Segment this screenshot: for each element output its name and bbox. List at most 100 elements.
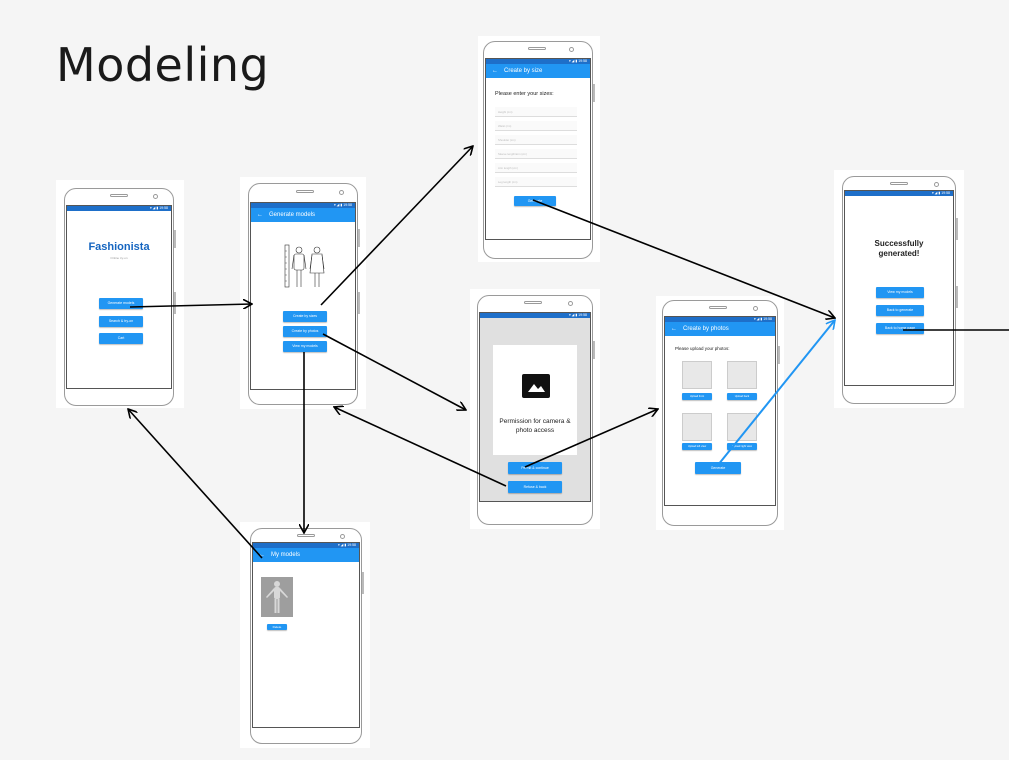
upload-front-button[interactable]: Upload front xyxy=(682,393,712,400)
success-message-line-2: generated! xyxy=(878,249,920,258)
permission-message: Permission for camera & photo access xyxy=(499,418,571,434)
phone-side-button xyxy=(174,230,176,248)
phone-speaker xyxy=(528,47,546,50)
arrow-permission-to-photos xyxy=(524,409,658,468)
phone-camera xyxy=(569,47,574,52)
back-to-generate-button[interactable]: Back to generate xyxy=(876,305,924,316)
phone-side-button xyxy=(362,572,364,594)
app-tagline: Online try-on xyxy=(110,256,128,260)
status-time: 19:58 xyxy=(347,543,356,547)
status-bar: ▾ ◢ ▮ 19:58 xyxy=(845,191,953,196)
status-icons: ▾ ◢ ▮ xyxy=(931,191,942,195)
phone-side-button xyxy=(358,229,360,247)
phone-speaker xyxy=(524,301,542,304)
refuse-back-button[interactable]: Refuse & back xyxy=(508,481,562,493)
phone-side-button xyxy=(358,292,360,314)
view-my-models-button[interactable]: View my models xyxy=(283,341,327,352)
status-bar: ▾ ◢ ▮ 19:58 xyxy=(251,203,355,208)
success-screen: ▾ ◢ ▮ 19:58 Successfully generated! View… xyxy=(844,190,954,386)
phone-speaker xyxy=(296,190,314,193)
screen-title: My models xyxy=(271,552,301,558)
back-arrow-icon[interactable]: ← xyxy=(492,68,498,74)
body-model-icon xyxy=(266,581,288,613)
status-bar: ▾ ◢ ▮ 19:58 xyxy=(665,317,775,322)
arm-length-field[interactable]: Arm length (cm) xyxy=(495,163,577,173)
phone-speaker xyxy=(297,534,315,537)
app-bar: ← My models xyxy=(253,548,359,562)
waist-field[interactable]: Waist (cm) xyxy=(495,121,577,131)
phone-camera xyxy=(568,301,573,306)
height-field[interactable]: Height (cm) xyxy=(495,107,577,117)
generate-screen: ▾ ◢ ▮ 19:58 ← Generate models Create by s… xyxy=(250,202,356,390)
photos-generate-button[interactable]: Generate xyxy=(695,462,741,474)
permission-dialog: Permission for camera & photo access xyxy=(493,345,577,455)
arrow-models-to-home xyxy=(128,409,263,559)
view-my-models-button[interactable]: View my models xyxy=(876,287,924,298)
shoulder-field[interactable]: Shoulder (cm) xyxy=(495,135,577,145)
mountain-icon xyxy=(528,384,545,392)
status-bar: ▾ ◢ ▮ 19:58 xyxy=(67,206,171,211)
left-photo-placeholder xyxy=(682,413,712,441)
arrow-home-to-generate xyxy=(129,304,252,307)
status-icons: ▾ ◢ ▮ xyxy=(568,313,579,317)
leg-length-field[interactable]: Leg length (cm) xyxy=(495,177,577,187)
permission-screen: ▾ ◢ ▮ 19:58 Permission for camera & phot… xyxy=(479,312,591,502)
upload-right-button[interactable]: Upload right view xyxy=(727,443,757,450)
page-title: Modeling xyxy=(56,38,270,92)
home-screen: ▾ ◢ ▮ 19:58 Fashionista Online try-on Ge… xyxy=(66,205,172,389)
upload-left-button[interactable]: Upload left view xyxy=(682,443,712,450)
permit-continue-button[interactable]: Permit & continue xyxy=(508,462,562,474)
back-photo-placeholder xyxy=(727,361,757,389)
cart-button[interactable]: Cart xyxy=(99,333,143,344)
models-screen: ▾ ◢ ▮ 19:58 ← My models Delete xyxy=(252,542,360,728)
status-icons: ▾ ◢ ▮ xyxy=(337,543,348,547)
photos-screen: ▾ ◢ ▮ 19:58 ←Create by photos Please upl… xyxy=(664,316,776,506)
size-screen-frame: ▾ ◢ ▮ 19:58 ←Create by size Please enter… xyxy=(478,36,600,262)
screen-title: Create by size xyxy=(504,68,543,74)
phone-camera xyxy=(934,182,939,187)
status-time: 19:58 xyxy=(578,59,587,63)
phone-camera xyxy=(339,190,344,195)
phone-side-button xyxy=(174,292,176,314)
arrow-size-to-success xyxy=(532,199,835,318)
create-by-sizes-button[interactable]: Create by sizes xyxy=(283,311,327,322)
front-photo-placeholder xyxy=(682,361,712,389)
delete-model-button[interactable]: Delete xyxy=(267,624,287,630)
status-time: 19:58 xyxy=(343,203,352,207)
status-bar: ▾ ◢ ▮ 19:58 xyxy=(253,543,359,548)
create-by-photos-button[interactable]: Create by photos xyxy=(283,326,327,337)
arrow-generate-to-permission xyxy=(322,333,466,410)
status-time: 19:58 xyxy=(941,191,950,195)
phone-side-button xyxy=(956,286,958,308)
search-try-on-button[interactable]: Search & try-on xyxy=(99,316,143,327)
phone-speaker xyxy=(110,194,128,197)
body-measurement-illustration xyxy=(284,244,325,288)
phone-side-button xyxy=(593,341,595,359)
size-heading: Please enter your sizes: xyxy=(495,91,554,97)
generate-models-button[interactable]: Generate models xyxy=(99,298,143,309)
back-arrow-icon[interactable]: ← xyxy=(671,326,677,332)
status-icons: ▾ ◢ ▮ xyxy=(333,203,344,207)
screen-title: Create by photos xyxy=(683,326,729,332)
success-screen-frame: ▾ ◢ ▮ 19:58 Successfully generated! View… xyxy=(834,170,964,408)
phone-side-button xyxy=(778,346,780,364)
arrow-permission-refuse-to-generate xyxy=(334,407,507,487)
status-time: 19:58 xyxy=(159,206,168,210)
back-arrow-icon[interactable]: ← xyxy=(257,212,263,218)
back-to-home-button[interactable]: Back to home page xyxy=(876,323,924,334)
back-arrow-icon[interactable]: ← xyxy=(259,552,265,558)
status-icons: ▾ ◢ ▮ xyxy=(149,206,160,210)
success-message-line-1: Successfully xyxy=(874,239,924,248)
generate-screen-frame: ▾ ◢ ▮ 19:58 ← Generate models Create by s… xyxy=(240,177,366,409)
sleeve-field[interactable]: Sleeve length/arm (cm) xyxy=(495,149,577,159)
app-bar: ← Generate models xyxy=(251,208,355,222)
upload-back-button[interactable]: Upload back xyxy=(727,393,757,400)
phone-side-button xyxy=(956,218,958,240)
photos-screen-frame: ▾ ◢ ▮ 19:58 ←Create by photos Please upl… xyxy=(656,296,784,530)
model-thumbnail[interactable] xyxy=(261,577,293,617)
permission-screen-frame: ▾ ◢ ▮ 19:58 Permission for camera & phot… xyxy=(470,289,600,529)
models-screen-frame: ▾ ◢ ▮ 19:58 ← My models Delete xyxy=(240,522,370,748)
screen-title: Generate models xyxy=(269,212,316,218)
status-bar: ▾ ◢ ▮ 19:58 xyxy=(480,313,590,318)
